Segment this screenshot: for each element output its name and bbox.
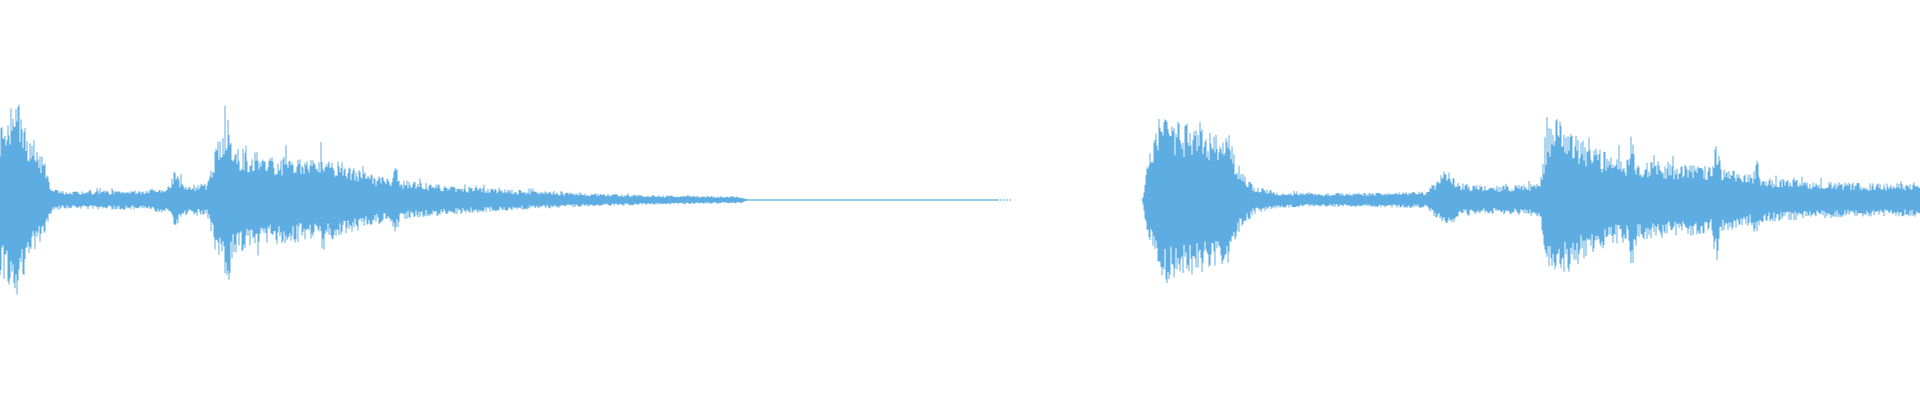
waveform-segment-2 [1141,117,1920,284]
waveform-peaks [0,104,1920,295]
